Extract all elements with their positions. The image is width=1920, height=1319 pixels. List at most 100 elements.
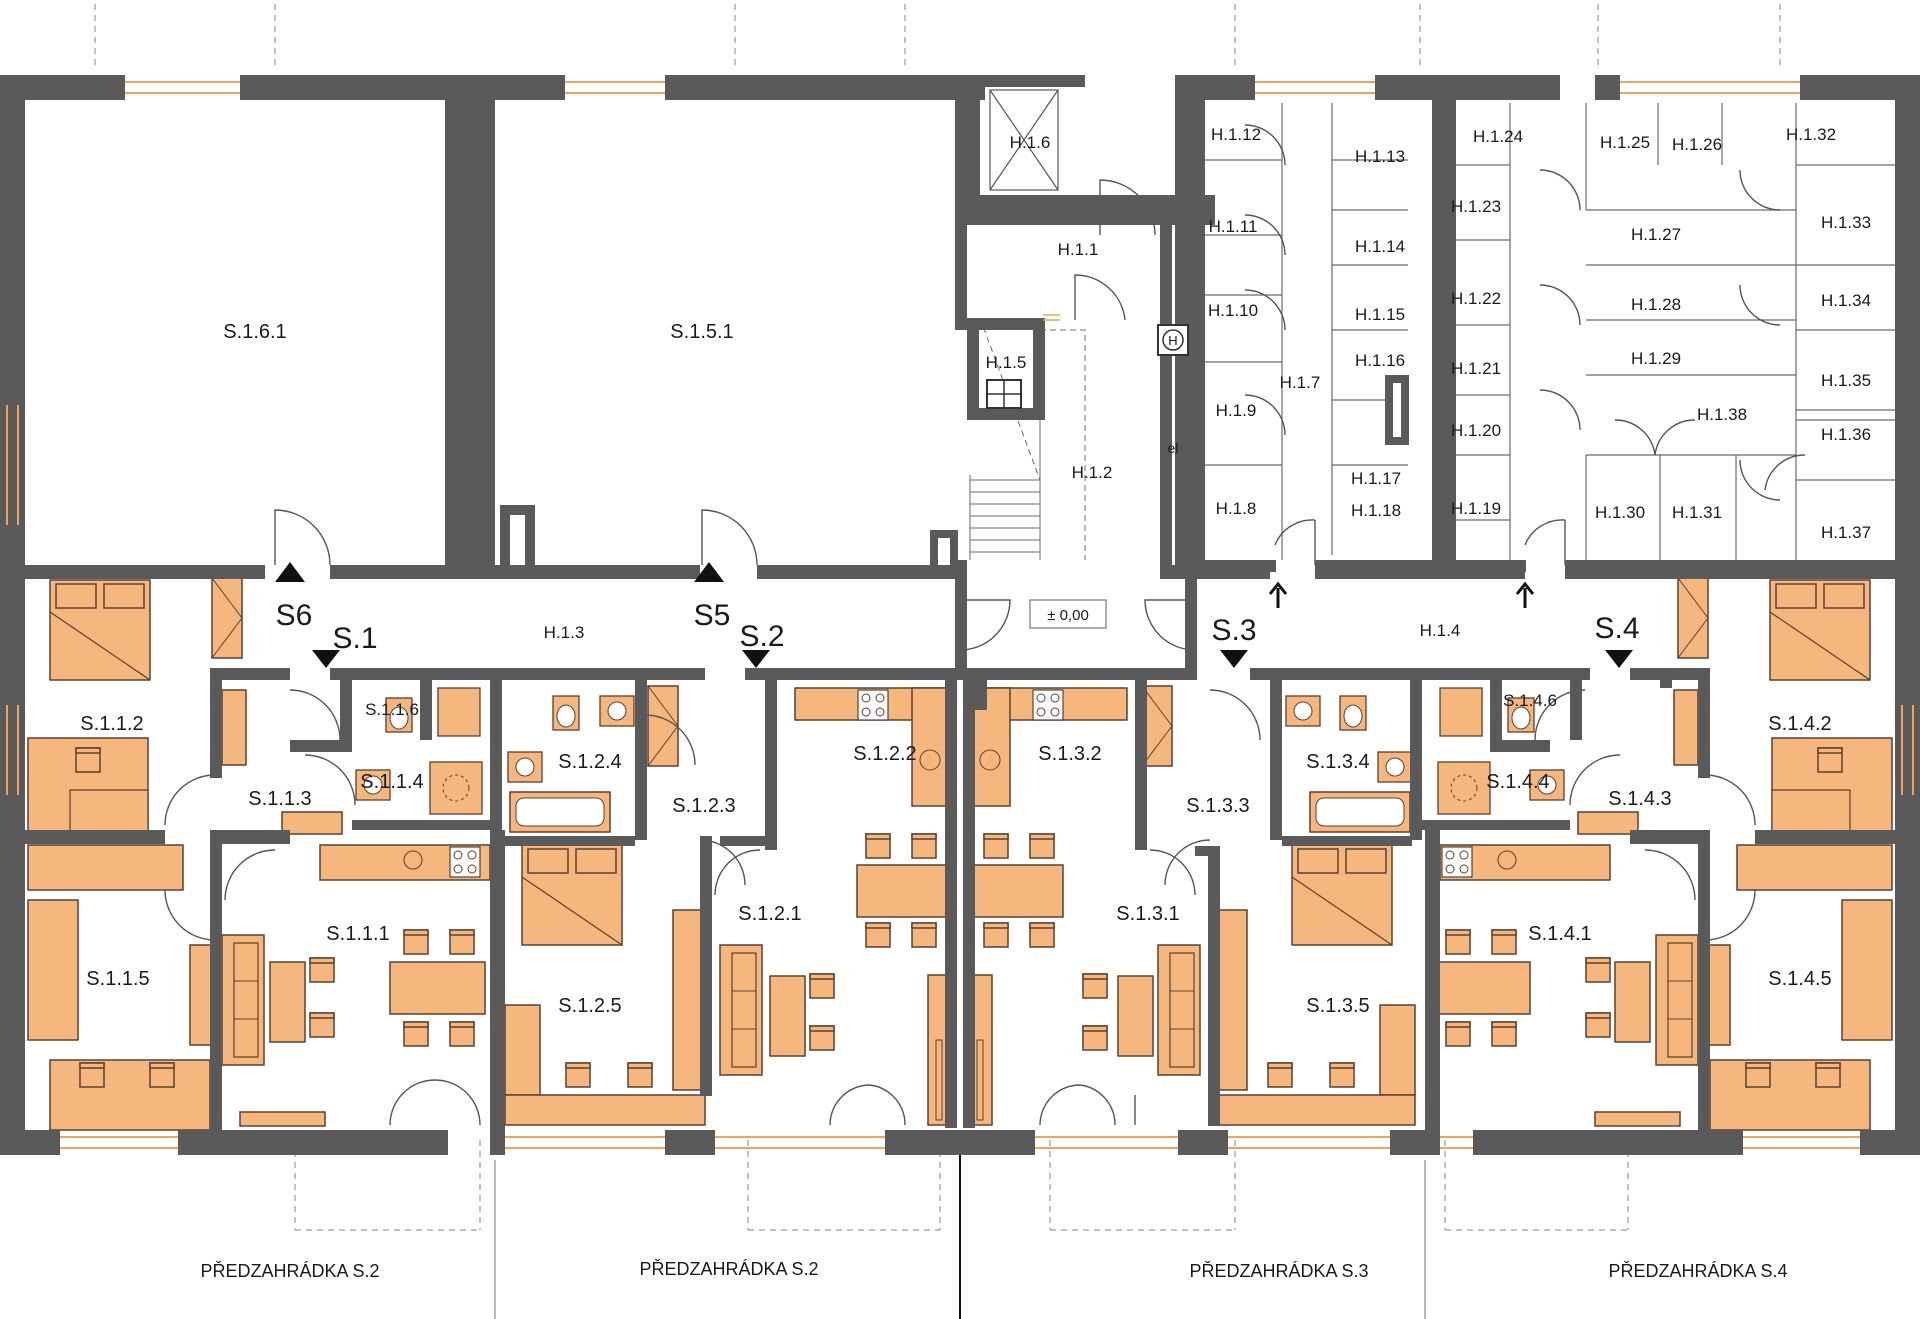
room-label-h122: H.1.22 xyxy=(1451,289,1501,308)
section-arrow-s5 xyxy=(694,562,724,582)
room-label-s151: S.1.5.1 xyxy=(670,321,733,343)
lift-shaft xyxy=(989,89,1059,191)
room-label-h111: H.1.11 xyxy=(1209,217,1258,236)
staircase xyxy=(969,317,1086,560)
section-label-s6: S6 xyxy=(276,599,313,632)
storage-cubicles xyxy=(1197,103,1895,560)
room-label-h115: H.1.15 xyxy=(1355,305,1405,324)
room-label-s114: S.1.1.4 xyxy=(360,771,423,793)
el-label: el xyxy=(1168,440,1179,456)
room-label-s115: S.1.1.5 xyxy=(86,968,149,990)
sofa-icon xyxy=(221,934,265,1066)
room-label-s135: S.1.3.5 xyxy=(1306,995,1369,1017)
section-label-s3: S.3 xyxy=(1211,614,1256,647)
room-label-h138: H.1.38 xyxy=(1697,405,1747,424)
room-label-h132: H.1.32 xyxy=(1786,125,1836,144)
section-label-s1: S.1 xyxy=(332,622,377,655)
room-label-s134: S.1.3.4 xyxy=(1306,751,1369,773)
desk xyxy=(49,1059,211,1131)
room-label-h17: H.1.7 xyxy=(1280,373,1321,392)
room-label-h124: H.1.24 xyxy=(1473,127,1523,146)
garden-label-4: PŘEDZAHRÁDKA S.4 xyxy=(1608,1261,1787,1281)
room-label-h131: H.1.31 xyxy=(1672,503,1722,522)
room-label-s142: S.1.4.2 xyxy=(1768,713,1831,735)
room-label-h121: H.1.21 xyxy=(1451,359,1501,378)
entry-arrow-icon xyxy=(1515,581,1535,608)
room-label-h125: H.1.25 xyxy=(1600,133,1650,152)
room-label-s113: S.1.1.3 xyxy=(248,788,311,810)
room-label-s124: S.1.2.4 xyxy=(558,751,621,773)
room-label-h123: H.1.23 xyxy=(1451,197,1501,216)
room-label-s123: S.1.2.3 xyxy=(672,795,735,817)
room-label-h128: H.1.28 xyxy=(1631,295,1681,314)
section-markers xyxy=(275,562,1633,668)
shelf xyxy=(27,844,184,891)
garden-label-1: PŘEDZAHRÁDKA S.2 xyxy=(200,1261,379,1281)
section-label-s5: S5 xyxy=(694,599,731,632)
room-label-s133: S.1.3.3 xyxy=(1186,795,1249,817)
room-label-h135: H.1.35 xyxy=(1821,371,1871,390)
room-label-s116: S.1.1.6 xyxy=(365,700,419,719)
property-lines xyxy=(494,1145,1426,1319)
room-label-h126: H.1.26 xyxy=(1672,135,1722,154)
hydrant-icon: H xyxy=(1157,324,1189,356)
room-label-s122: S.1.2.2 xyxy=(853,743,916,765)
section-arrow-s2 xyxy=(742,650,770,668)
room-label-s144: S.1.4.4 xyxy=(1486,771,1549,793)
level-box xyxy=(1029,599,1107,629)
room-label-h119: H.1.19 xyxy=(1451,499,1501,518)
site-lines xyxy=(94,0,1781,1231)
tv-stand xyxy=(239,1111,326,1127)
section-label-s4: S.4 xyxy=(1594,612,1639,645)
room-label-h114: H.1.14 xyxy=(1355,237,1405,256)
room-label-h127: H.1.27 xyxy=(1631,225,1681,244)
room-label-s141: S.1.4.1 xyxy=(1528,923,1591,945)
room-label-s161: S.1.6.1 xyxy=(223,321,286,343)
room-label-h120: H.1.20 xyxy=(1451,421,1501,440)
entry-arrow-icon xyxy=(1268,581,1288,608)
room-label-h13: H.1.3 xyxy=(544,623,585,642)
room-label-h136: H.1.36 xyxy=(1821,425,1871,444)
garden-label-3: PŘEDZAHRÁDKA S.3 xyxy=(1189,1261,1368,1281)
room-label-h133: H.1.33 xyxy=(1821,213,1871,232)
room-label-s132: S.1.3.2 xyxy=(1038,743,1101,765)
wardrobe-icon xyxy=(211,577,243,659)
room-label-h117: H.1.17 xyxy=(1351,469,1401,488)
room-label-s121: S.1.2.1 xyxy=(738,903,801,925)
section-arrow-s4 xyxy=(1605,650,1633,668)
room-label-h14: H.1.4 xyxy=(1420,621,1461,640)
room-label-h110: H.1.10 xyxy=(1208,301,1258,320)
garden-label-2: PŘEDZAHRÁDKA S.2 xyxy=(639,1259,818,1279)
doors xyxy=(164,124,1806,1126)
room-label-s131: S.1.3.1 xyxy=(1116,903,1179,925)
room-label-h16: H.1.6 xyxy=(1010,133,1051,152)
windows xyxy=(6,81,1914,1149)
room-label-h118: H.1.18 xyxy=(1351,501,1401,520)
room-label-h18: H.1.8 xyxy=(1216,499,1257,518)
section-arrow-s6 xyxy=(275,562,305,582)
room-label-h11: H.1.1 xyxy=(1058,240,1099,259)
bed-icon xyxy=(49,579,151,681)
room-label-h134: H.1.34 xyxy=(1821,291,1871,310)
room-label-s146: S.1.4.6 xyxy=(1503,691,1557,710)
room-label-s145: S.1.4.5 xyxy=(1768,968,1831,990)
furniture xyxy=(27,577,1893,1131)
room-label-h15: H.1.5 xyxy=(986,353,1027,372)
room-label-h113: H.1.13 xyxy=(1355,147,1405,166)
level-label: ± 0,00 xyxy=(1047,607,1089,624)
room-label-s112: S.1.1.2 xyxy=(80,713,143,735)
room-label-h19: H.1.9 xyxy=(1216,401,1257,420)
dining-table xyxy=(389,961,486,1015)
h15-window-icon xyxy=(986,379,1022,409)
room-label-h137: H.1.37 xyxy=(1821,523,1871,542)
room-label-s111: S.1.1.1 xyxy=(326,923,389,945)
hydrant-label: H xyxy=(1168,333,1177,348)
walls xyxy=(0,75,1920,1155)
room-label-h12: H.1.2 xyxy=(1072,463,1113,482)
room-label-s143: S.1.4.3 xyxy=(1608,788,1671,810)
room-label-h129: H.1.29 xyxy=(1631,349,1681,368)
room-label-s125: S.1.2.5 xyxy=(558,995,621,1017)
room-label-h116: H.1.16 xyxy=(1355,351,1405,370)
room-label-h130: H.1.30 xyxy=(1595,503,1645,522)
